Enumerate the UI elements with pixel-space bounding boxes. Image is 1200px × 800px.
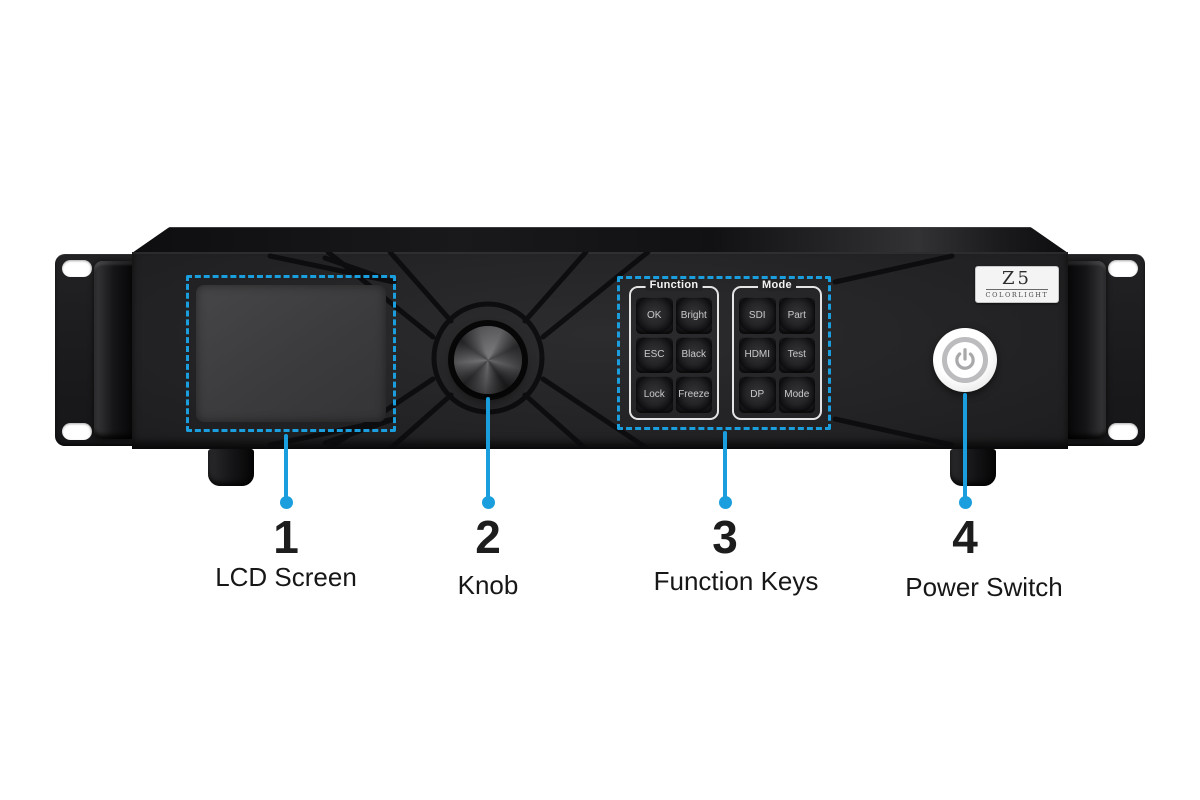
key-sdi[interactable]: SDI — [739, 297, 776, 334]
key-hdmi[interactable]: HDMI — [739, 336, 776, 374]
device-top-surface — [132, 227, 1068, 253]
key-dp[interactable]: DP — [739, 376, 776, 413]
front-panel: Function OK Bright ESC Black Lock Freeze… — [132, 252, 1068, 449]
device-foot — [950, 449, 996, 486]
callout-line — [963, 393, 967, 498]
handle-left — [94, 261, 138, 439]
key-part[interactable]: Part — [778, 297, 815, 334]
function-keys-grid: OK Bright ESC Black Lock Freeze — [636, 297, 712, 413]
key-esc[interactable]: ESC — [636, 336, 673, 374]
callout-line — [486, 397, 490, 498]
screw-hole — [62, 423, 92, 440]
callout-dot — [280, 496, 293, 509]
mode-key-group: Mode SDI Part HDMI Test DP Mode — [732, 279, 822, 420]
power-icon — [955, 348, 975, 370]
callout-line — [723, 431, 727, 498]
callout-label: Knob — [457, 570, 519, 600]
lcd-screen — [196, 285, 386, 422]
key-mode[interactable]: Mode — [778, 376, 815, 413]
mode-group-legend: Mode — [758, 279, 796, 291]
callout-line — [284, 434, 288, 498]
function-key-group: Function OK Bright ESC Black Lock Freeze — [629, 279, 719, 420]
callout-label: Function Keys — [653, 566, 819, 596]
callout-number: 2 — [475, 511, 501, 563]
handle-right — [1062, 261, 1106, 439]
callout-dot — [482, 496, 495, 509]
model-badge: Z5 COLORLIGHT — [975, 266, 1059, 303]
device-foot — [208, 449, 254, 486]
model-name: Z5 — [1002, 268, 1032, 289]
function-group-legend: Function — [645, 279, 703, 291]
screw-hole — [1108, 423, 1138, 440]
callout-dot — [959, 496, 972, 509]
screw-hole — [1108, 260, 1138, 277]
callout-number: 3 — [712, 511, 738, 563]
key-test[interactable]: Test — [778, 336, 815, 374]
key-ok[interactable]: OK — [636, 297, 673, 334]
callout-number: 4 — [952, 511, 978, 563]
key-lock[interactable]: Lock — [636, 376, 673, 413]
key-bright[interactable]: Bright — [675, 297, 712, 334]
power-switch-button[interactable] — [933, 328, 997, 392]
lcd-highlight-box — [186, 275, 396, 432]
key-black[interactable]: Black — [675, 336, 712, 374]
brand-name: COLORLIGHT — [985, 289, 1049, 299]
rotary-knob[interactable] — [454, 326, 522, 394]
callout-label: Power Switch — [905, 572, 1063, 602]
screw-hole — [62, 260, 92, 277]
callout-dot — [719, 496, 732, 509]
callout-number: 1 — [273, 511, 299, 563]
mode-keys-grid: SDI Part HDMI Test DP Mode — [739, 297, 815, 413]
panel-groove-pattern — [267, 252, 955, 449]
function-keys-highlight-box: Function OK Bright ESC Black Lock Freeze… — [617, 276, 831, 430]
callout-label: LCD Screen — [215, 562, 357, 592]
key-freeze[interactable]: Freeze — [675, 376, 712, 413]
power-button-ring — [942, 337, 988, 383]
